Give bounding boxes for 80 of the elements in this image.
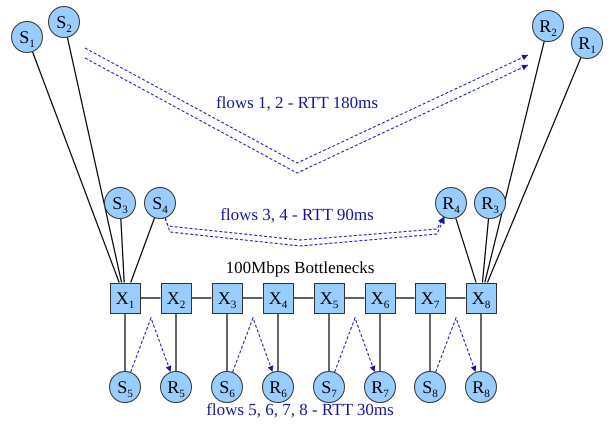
link-line [379, 314, 381, 371]
link-line [344, 297, 364, 299]
flow-arrow [164, 217, 445, 246]
host-node [211, 371, 243, 403]
node-label: X$_{6}$ [370, 289, 390, 307]
host-node [474, 187, 506, 219]
node-label: S$_{7}$ [321, 378, 337, 396]
link-line [446, 297, 466, 299]
router-node [262, 282, 294, 314]
link-line [480, 314, 482, 371]
host-node [160, 371, 192, 403]
link-line [120, 218, 125, 283]
link-line [130, 218, 156, 283]
router-node [212, 282, 242, 314]
node-label: R$_{7}$ [371, 378, 389, 396]
flow-label: flows 1, 2 - RTT 180ms [216, 94, 378, 113]
node-label: X$_{7}$ [420, 289, 440, 307]
host-node [414, 371, 446, 403]
host-node [11, 21, 43, 53]
link-line [66, 38, 122, 283]
node-label: X$_{8}$ [472, 289, 490, 307]
node-label: R$_{2}$ [539, 17, 557, 35]
host-node [262, 371, 294, 403]
node-label: R$_{8}$ [472, 378, 490, 396]
flow-arrow [130, 316, 172, 373]
link-line [242, 297, 262, 299]
router-node [364, 282, 396, 314]
link-line [140, 297, 160, 299]
link-line [455, 218, 477, 283]
link-line [482, 218, 490, 283]
link-line [484, 41, 545, 283]
router-node [110, 282, 140, 314]
host-node [109, 371, 141, 403]
flow-label: flows 3, 4 - RTT 90ms [220, 206, 374, 225]
router-node [314, 282, 344, 314]
link-line [429, 314, 431, 371]
host-node [532, 10, 564, 42]
host-node [465, 371, 497, 403]
node-label: R$_{3}$ [481, 194, 499, 212]
node-label: S$_{3}$ [112, 194, 128, 212]
link-line [192, 297, 212, 299]
link-line [124, 314, 126, 371]
host-node [571, 27, 603, 59]
node-label: R$_{6}$ [269, 378, 287, 396]
link-line [175, 314, 177, 371]
router-node [466, 282, 496, 314]
node-label: S$_{1}$ [19, 28, 35, 46]
node-label: X$_{3}$ [218, 289, 236, 307]
node-label: R$_{4}$ [442, 194, 460, 212]
link-line [277, 314, 279, 371]
link-line [396, 297, 414, 299]
node-label: S$_{2}$ [56, 13, 72, 31]
host-node [364, 371, 396, 403]
router-node [414, 282, 446, 314]
host-node [104, 187, 136, 219]
node-label: S$_{8}$ [422, 378, 438, 396]
router-node [160, 282, 192, 314]
flow-arrow [232, 316, 274, 373]
host-node [313, 371, 345, 403]
node-label: X$_{2}$ [166, 289, 186, 307]
flow-arrow [334, 316, 376, 373]
host-node [144, 187, 176, 219]
bottleneck-label: 100Mbps Bottlenecks [226, 259, 374, 278]
flow-arrow [435, 316, 476, 373]
node-label: S$_{4}$ [152, 194, 168, 212]
link-line [328, 314, 330, 371]
link-line [226, 314, 228, 371]
node-label: X$_{4}$ [268, 289, 288, 307]
node-label: S$_{5}$ [117, 378, 133, 396]
node-label: X$_{1}$ [116, 289, 134, 307]
host-node [48, 6, 80, 38]
flow-label: flows 5, 6, 7, 8 - RTT 30ms [206, 401, 394, 420]
node-label: R$_{1}$ [578, 34, 596, 52]
host-node [435, 187, 467, 219]
link-line [486, 58, 582, 283]
link-line [294, 297, 314, 299]
node-label: X$_{5}$ [320, 289, 338, 307]
link-line [32, 52, 120, 283]
node-label: R$_{5}$ [167, 378, 185, 396]
node-label: S$_{6}$ [219, 378, 235, 396]
